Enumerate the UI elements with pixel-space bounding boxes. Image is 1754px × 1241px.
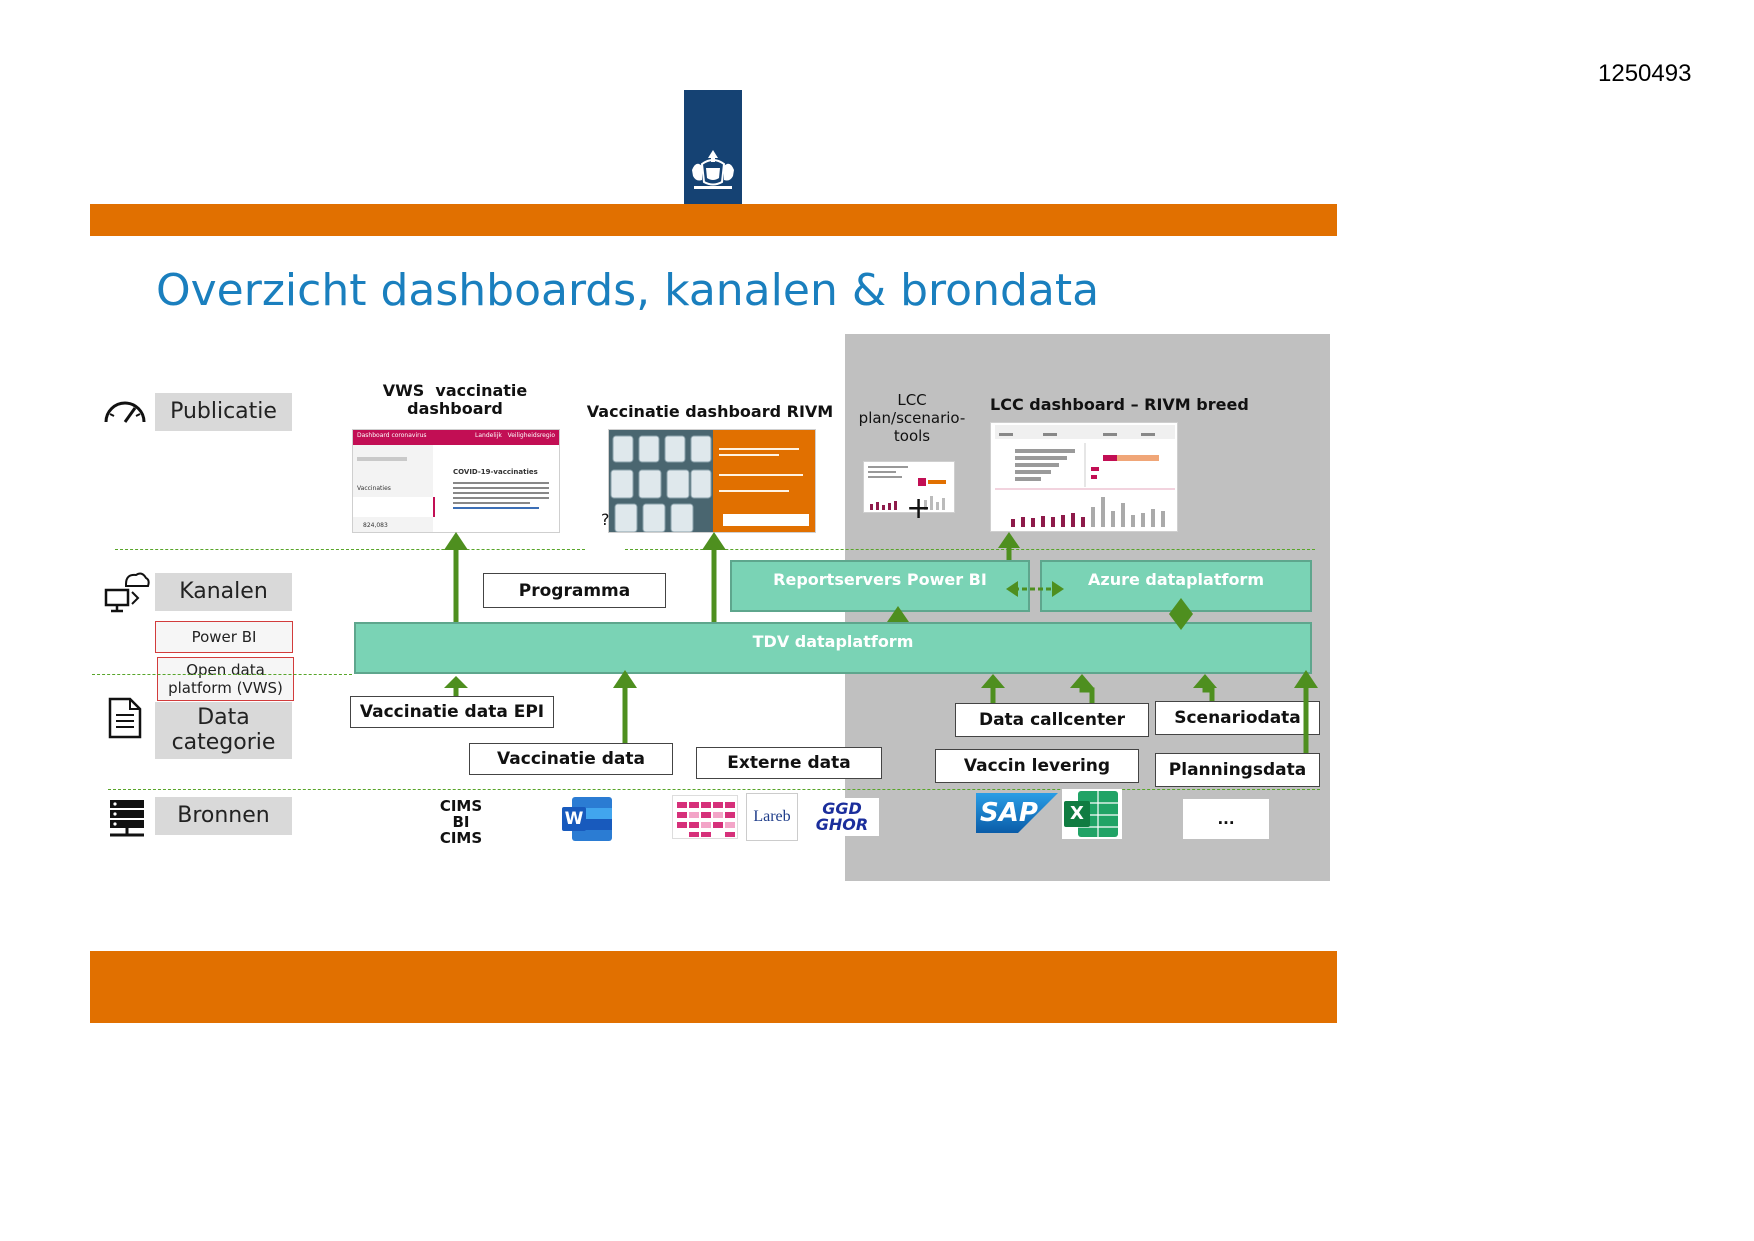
vws-thumb-sidebar-item: Vaccinaties xyxy=(357,485,391,492)
lcc-dashboard-title: LCC dashboard – RIVM breed xyxy=(990,395,1249,414)
source-cims: CIMS BI CIMS xyxy=(439,797,483,847)
word-icon: W xyxy=(562,795,614,843)
data-box-vaccinatie-epi: Vaccinatie data EPI xyxy=(350,696,554,728)
logo-bar xyxy=(684,90,742,204)
lareb-label: Lareb xyxy=(753,808,791,825)
vws-thumb-heading: COVID-19-vaccinaties xyxy=(453,468,538,476)
vws-thumb-sidebar: Vaccinaties 824,083 xyxy=(353,445,435,532)
sap-logo: SAP xyxy=(976,793,1058,833)
data-box-callcenter: Data callcenter xyxy=(955,703,1149,737)
ggd-ghor-logo: GGD GHOR xyxy=(805,798,879,836)
lcc-tools-chart xyxy=(868,466,946,510)
rijksoverheid-crest-icon xyxy=(692,150,734,189)
top-orange-bar xyxy=(90,204,1337,236)
cloud-computer-icon xyxy=(104,572,150,613)
rivm-dashboard-title: Vaccinatie dashboard RIVM xyxy=(586,402,834,421)
separator-kanalen xyxy=(92,674,352,675)
separator-data xyxy=(108,789,1320,790)
lcc-dashboard-chart xyxy=(995,425,1175,527)
question-mark: ? xyxy=(601,510,610,529)
vws-thumb-sidebar-line xyxy=(357,457,407,461)
lcc-tools-thumbnail xyxy=(863,461,955,513)
excel-icon: X xyxy=(1062,789,1122,839)
vws-thumb-tabs: Landelijk Veiligheidsregio xyxy=(475,432,555,443)
lcc-dashboard-thumbnail xyxy=(990,422,1178,532)
vaccine-vials-photo xyxy=(609,430,713,532)
tdv-dataplatform: TDV dataplatform xyxy=(354,622,1312,674)
page-title: Overzicht dashboards, kanalen & brondata xyxy=(156,265,1100,316)
data-box-vaccinatie: Vaccinatie data xyxy=(469,743,673,775)
reportservers-label: Reportservers Power BI xyxy=(773,570,987,589)
speedometer-icon xyxy=(104,401,146,423)
server-icon xyxy=(110,800,144,837)
word-letter: W xyxy=(564,809,584,829)
separator-publicatie-left xyxy=(115,549,585,550)
programma-box: Programma xyxy=(483,573,666,608)
document-number: 1250493 xyxy=(1598,60,1692,87)
azure-dataplatform: Azure dataplatform xyxy=(1040,560,1312,612)
row-label-bronnen: Bronnen xyxy=(155,797,292,835)
plus-sign: + xyxy=(906,491,932,526)
rivm-orange-panel xyxy=(713,430,815,532)
lareb-logo: Lareb xyxy=(746,793,798,841)
row-label-data-categorie: Data categorie xyxy=(155,702,292,759)
separator-publicatie-right xyxy=(625,549,1315,550)
lcc-tools-title: LCC plan/scenario-tools xyxy=(858,391,966,445)
sap-label: SAP xyxy=(980,798,1038,828)
excel-letter: X xyxy=(1070,803,1084,824)
data-box-scenario: Scenariodata xyxy=(1155,701,1320,735)
tdv-label: TDV dataplatform xyxy=(752,632,914,651)
rivm-thumb-button xyxy=(723,514,809,526)
pink-grid-logo xyxy=(672,795,738,839)
vws-thumb-count: 824,083 xyxy=(363,522,388,529)
rivm-dashboard-thumbnail xyxy=(608,429,816,533)
document-icon xyxy=(108,697,142,739)
more-sources-label: ... xyxy=(1217,810,1235,828)
vws-thumb-tab-2: Veiligheidsregio xyxy=(507,432,555,439)
vws-thumb-text-lines xyxy=(453,482,549,509)
data-box-vaccin-levering: Vaccin levering xyxy=(935,749,1139,783)
vws-dashboard-title: VWS vaccinatie dashboard xyxy=(382,381,533,419)
vws-thumb-header: Dashboard coronavirus Landelijk Veilighe… xyxy=(353,430,559,445)
data-box-externe: Externe data xyxy=(696,747,882,779)
vws-thumb-header-title: Dashboard coronavirus xyxy=(357,432,427,439)
kanalen-power-bi: Power BI xyxy=(155,621,293,653)
data-box-planning: Planningsdata xyxy=(1155,753,1320,787)
bottom-orange-bar xyxy=(90,951,1337,1023)
vws-thumb-tab-1: Landelijk xyxy=(475,432,502,439)
azure-label: Azure dataplatform xyxy=(1088,570,1264,589)
ggd-ghor-label: GGD GHOR xyxy=(815,799,869,834)
more-sources-box: ... xyxy=(1183,799,1269,839)
reportservers-power-bi: Reportservers Power BI xyxy=(730,560,1030,612)
row-label-kanalen: Kanalen xyxy=(155,573,292,611)
vws-thumb-sidebar-highlight xyxy=(353,497,435,517)
row-label-publicatie: Publicatie xyxy=(155,393,292,431)
